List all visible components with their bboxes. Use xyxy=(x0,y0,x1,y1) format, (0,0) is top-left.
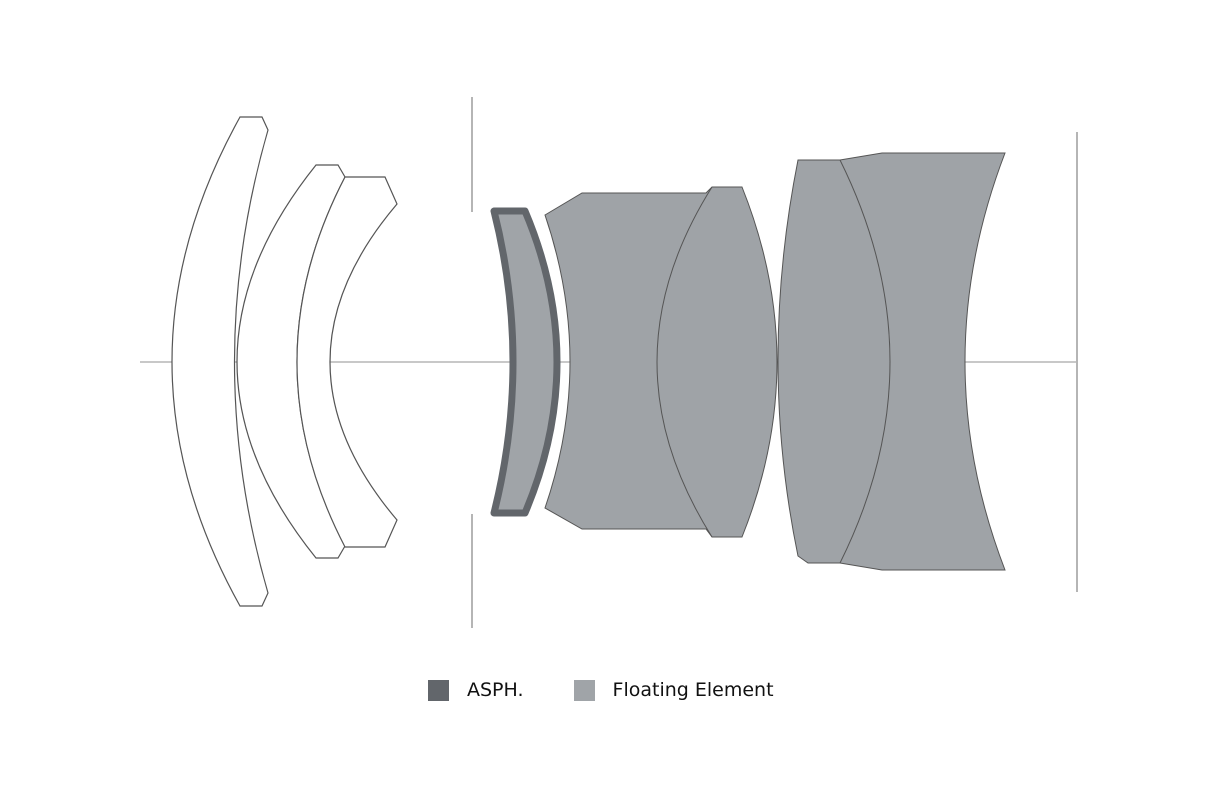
floating-group-2 xyxy=(777,152,1006,571)
legend-label-asph: ASPH. xyxy=(467,679,524,701)
floating-group-1-cemented-surface xyxy=(656,186,713,538)
legend: ASPH. Floating Element xyxy=(428,679,824,701)
lens-element-3 xyxy=(296,176,398,548)
floating-group-2-cemented-surface xyxy=(839,159,891,564)
floating-group-1 xyxy=(544,186,778,538)
asph-swatch xyxy=(428,679,449,701)
legend-item-asph: ASPH. xyxy=(428,679,524,701)
lens-element-1 xyxy=(171,116,269,607)
floating-swatch xyxy=(573,679,595,701)
legend-item-floating: Floating Element xyxy=(573,679,774,701)
legend-label-floating: Floating Element xyxy=(612,679,774,701)
asph-element xyxy=(490,207,561,517)
